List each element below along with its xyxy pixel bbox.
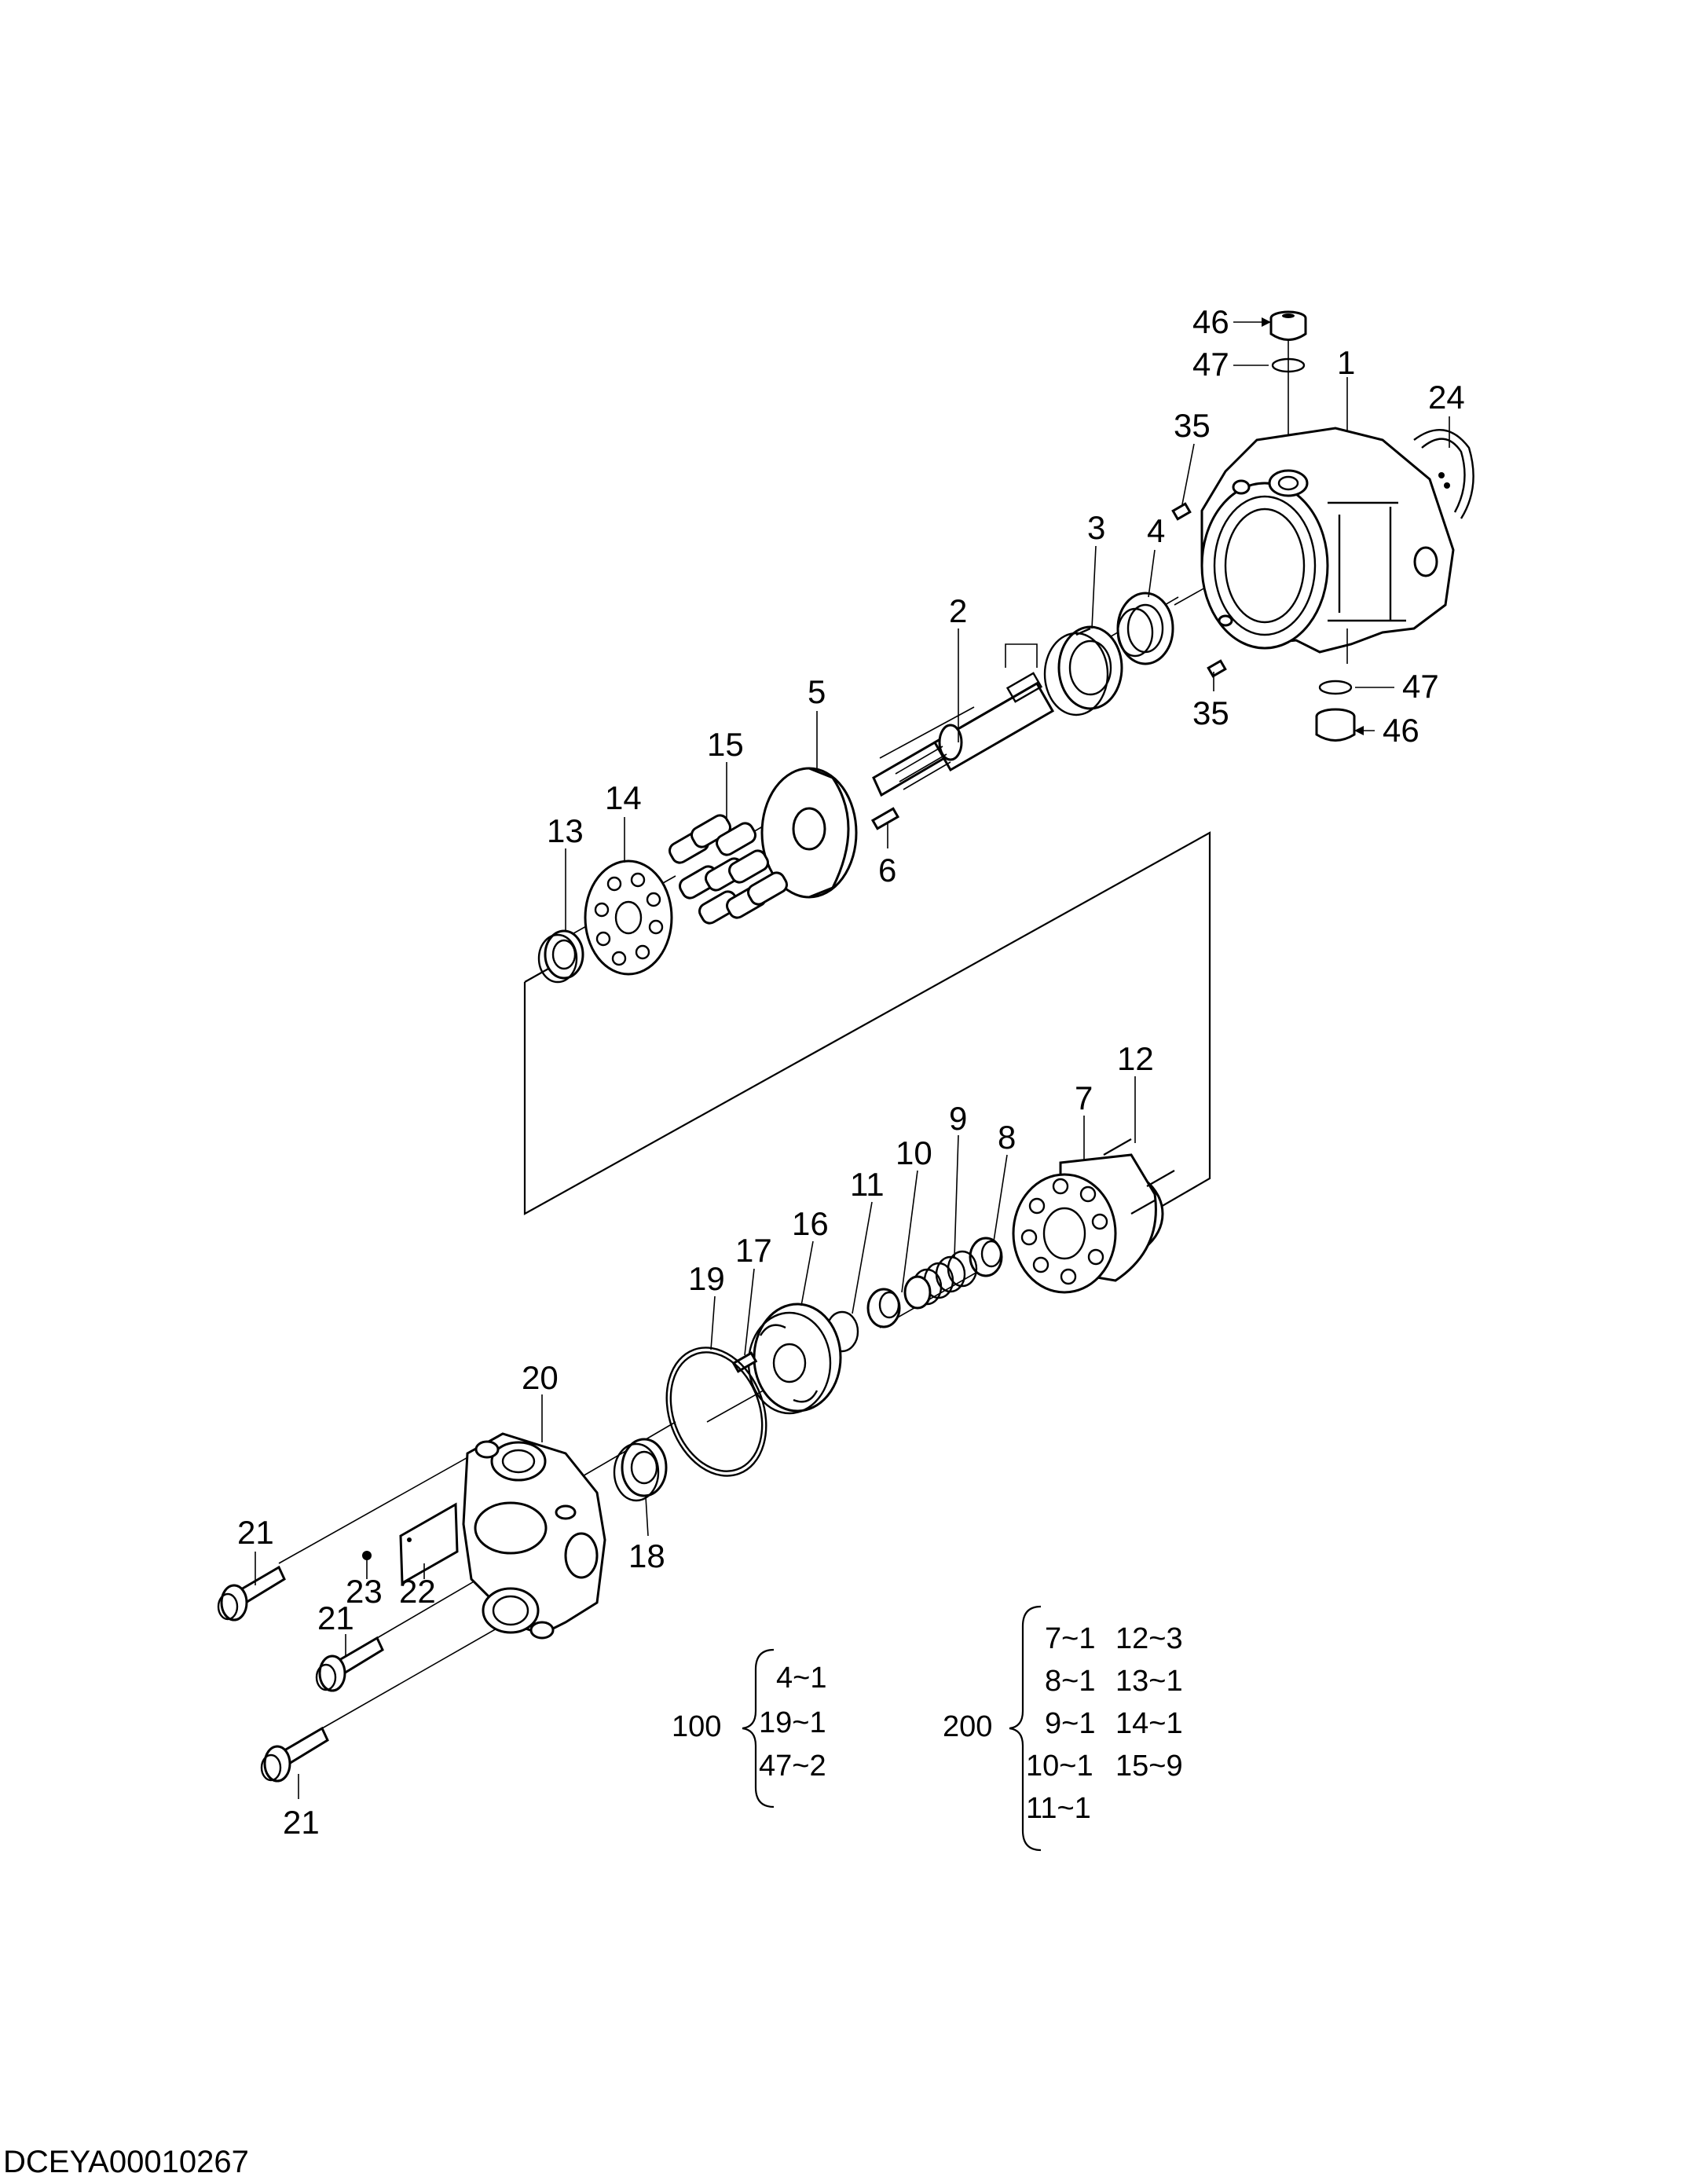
label-part-16: 16 [792, 1205, 829, 1242]
label-part-1: 1 [1337, 344, 1355, 381]
label-part-21-c: 21 [283, 1804, 320, 1841]
kit-100-item-2: 19~1 [759, 1706, 826, 1739]
label-part-35-bottom: 35 [1192, 694, 1229, 731]
bolt-part-21-a [217, 1565, 286, 1622]
o-ring-part-19 [665, 1347, 767, 1477]
cylinder-block-part-7 [1012, 1153, 1164, 1294]
kit-200-item-11: 11~1 [1026, 1792, 1091, 1825]
leader-lines [255, 317, 1450, 1799]
label-part-24: 24 [1428, 379, 1465, 416]
label-part-3: 3 [1087, 509, 1105, 546]
label-part-7: 7 [1075, 1079, 1093, 1116]
label-part-21-a: 21 [237, 1514, 274, 1551]
swash-plate-part-5 [760, 767, 858, 899]
label-part-10: 10 [896, 1134, 932, 1171]
label-part-8: 8 [998, 1119, 1016, 1156]
retainer-plate-part-14 [584, 859, 673, 976]
valve-plate-part-16 [747, 1303, 842, 1415]
label-part-20: 20 [522, 1359, 559, 1396]
pin-part-35-bottom [1207, 659, 1227, 678]
label-part-12: 12 [1117, 1040, 1154, 1077]
label-part-19: 19 [688, 1260, 725, 1297]
ring-part-8 [969, 1237, 1003, 1277]
kit-100-id: 100 [672, 1710, 721, 1743]
snap-ring-part-24 [1413, 429, 1474, 519]
plug-part-46-top [1269, 310, 1307, 341]
label-part-2: 2 [949, 592, 967, 629]
bearing-part-3 [1043, 625, 1123, 716]
bearing-part-18 [613, 1438, 668, 1502]
label-part-46-top: 46 [1192, 303, 1229, 340]
rivet-part-23 [362, 1551, 372, 1560]
kit-200-table: 200 7~1 8~1 9~1 10~1 11~1 12~3 13~1 14~1… [943, 1605, 1183, 1852]
label-part-21-b: 21 [317, 1600, 354, 1636]
kit-100-table: 100 4~1 19~1 47~2 [672, 1648, 826, 1808]
label-part-47-top: 47 [1192, 346, 1229, 383]
label-part-15: 15 [707, 726, 744, 763]
label-part-18: 18 [628, 1537, 665, 1574]
label-part-9: 9 [949, 1100, 967, 1137]
label-part-17: 17 [735, 1232, 772, 1269]
kit-200-item-10: 10~1 [1026, 1750, 1093, 1783]
label-part-46-bottom: 46 [1383, 712, 1419, 749]
kit-200-item-7: 7~1 [1045, 1622, 1095, 1655]
o-ring-part-47-top [1271, 357, 1306, 373]
kit-200-item-14: 14~1 [1115, 1707, 1183, 1740]
label-part-6: 6 [878, 852, 896, 889]
label-part-23: 23 [346, 1573, 383, 1610]
label-part-11: 11 [850, 1166, 885, 1203]
valve-cover-part-20 [462, 1432, 606, 1640]
kit-100-item-1: 4~1 [776, 1662, 826, 1695]
plug-part-46-bottom [1315, 708, 1356, 742]
oil-seal-part-4 [1116, 592, 1174, 665]
label-part-4: 4 [1147, 512, 1165, 549]
spring-part-9 [903, 1250, 978, 1310]
kit-200-item-12: 12~3 [1115, 1622, 1183, 1655]
pin-part-35-top [1171, 502, 1192, 521]
kit-200-item-8: 8~1 [1045, 1665, 1095, 1698]
ball-guide-part-13 [537, 929, 584, 984]
bolt-part-21-c [260, 1726, 329, 1783]
kit-200-item-9: 9~1 [1045, 1707, 1095, 1740]
pin-part-12 [1103, 1138, 1175, 1215]
kit-200-item-13: 13~1 [1115, 1665, 1183, 1698]
washer-part-10 [866, 1288, 901, 1328]
label-part-22: 22 [399, 1573, 436, 1610]
kit-200-item-15: 15~9 [1115, 1750, 1183, 1783]
label-part-47-bottom: 47 [1402, 668, 1439, 705]
label-part-5: 5 [808, 673, 826, 710]
kit-100-item-3: 47~2 [759, 1750, 826, 1783]
group-bracket [523, 831, 1211, 1222]
shaft-part-2 [872, 643, 1055, 797]
drawing-code: DCEYA00010267 [3, 2145, 249, 2179]
name-plate-part-22 [399, 1502, 459, 1585]
pin-part-6 [870, 807, 900, 830]
label-part-13: 13 [547, 812, 584, 849]
part-labels: 46 47 1 24 35 4 3 2 5 6 15 14 13 35 47 4… [237, 303, 1465, 1841]
housing-part-1 [1200, 427, 1455, 654]
label-part-35-top: 35 [1174, 407, 1211, 444]
piston-set-part-15 [669, 814, 788, 925]
kit-200-id: 200 [943, 1710, 992, 1743]
o-ring-part-47-bottom [1318, 680, 1353, 695]
bolt-part-21-b [315, 1636, 384, 1692]
label-part-14: 14 [605, 779, 642, 816]
